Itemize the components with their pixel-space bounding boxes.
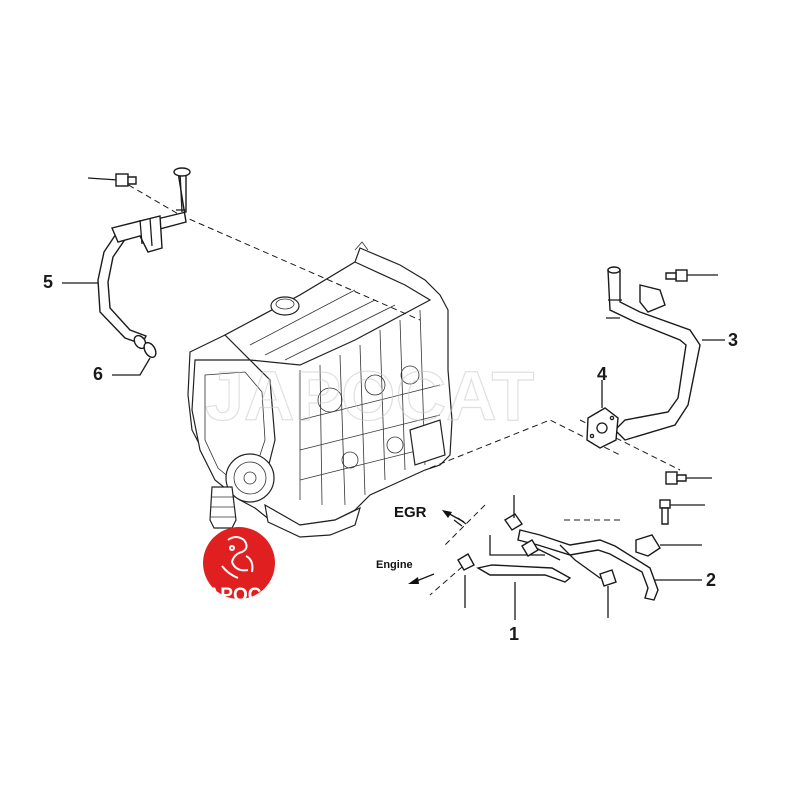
part-2-hose <box>517 529 659 618</box>
japocat-logo: JAPOCAT <box>196 527 286 606</box>
part-4-gasket <box>586 407 619 449</box>
egr-label: EGR <box>394 504 427 521</box>
bolts-right <box>635 471 712 557</box>
engine-label: Engine <box>376 559 413 571</box>
callout-3: 3 <box>728 330 738 350</box>
part-3-water-pipe <box>606 266 718 441</box>
part-1-hose <box>457 495 572 620</box>
cat-emblem-icon <box>221 536 254 579</box>
part-6-o-ring <box>143 341 157 359</box>
part-5-water-pipe <box>87 167 191 350</box>
watermark: JAPOCAT <box>205 357 534 435</box>
engine-assembly <box>187 241 453 538</box>
egr-flow-arrow <box>442 510 467 527</box>
engine-flow-arrow <box>408 573 435 584</box>
callout-2: 2 <box>706 570 716 590</box>
callout-4: 4 <box>597 364 607 384</box>
logo-text: JAPOCAT <box>196 585 286 606</box>
callout-leaders <box>62 282 725 581</box>
callout-6: 6 <box>93 364 103 384</box>
callout-1: 1 <box>509 624 519 644</box>
callout-5: 5 <box>43 272 53 292</box>
